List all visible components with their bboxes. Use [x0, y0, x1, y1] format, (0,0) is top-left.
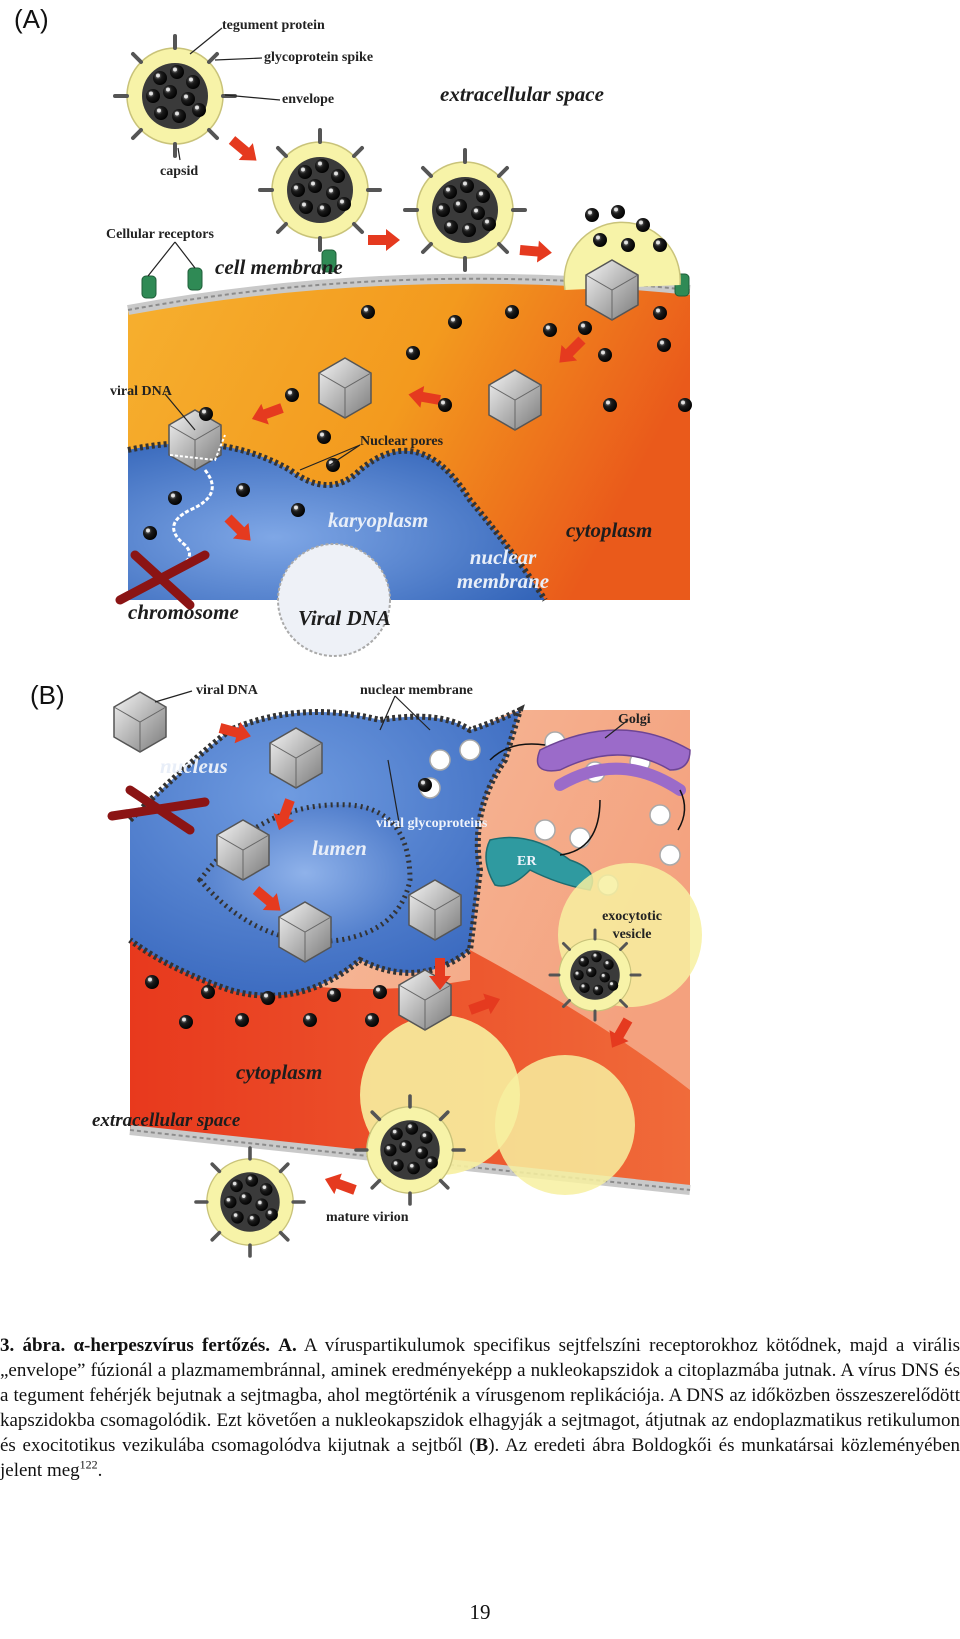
label-cellular-receptors: Cellular receptors	[106, 227, 214, 242]
panel-letter-b: (B)	[30, 680, 65, 710]
label-glycoprotein-spike: glycoprotein spike	[264, 50, 374, 65]
figure-caption: 3. ábra. α-herpeszvírus fertőzés. A. A v…	[0, 1333, 960, 1483]
caption-text-end: .	[97, 1460, 103, 1481]
label-exocytotic-vesicle: exocytotic vesicle	[602, 909, 662, 942]
label-er: ER	[517, 854, 537, 869]
label-capsid: capsid	[160, 164, 199, 179]
label-b-viral-dna: viral DNA	[196, 683, 258, 698]
caption-title: α-herpeszvírus fertőzés.	[73, 1335, 271, 1356]
label-mature-virion: mature virion	[326, 1210, 409, 1225]
caption-figure-number: 3. ábra.	[0, 1335, 66, 1356]
label-b-cytoplasm: cytoplasm	[236, 1060, 323, 1084]
label-chromosome: chromosome	[128, 600, 239, 624]
label-tegument-protein: tegument protein	[222, 18, 325, 33]
label-extracellular-space: extracellular space	[440, 82, 604, 106]
label-viral-dna-circle: Viral DNA	[298, 606, 391, 630]
label-b-extracellular-space: extracellular space	[92, 1110, 241, 1131]
label-karyoplasm: karyoplasm	[328, 508, 429, 532]
label-cell-membrane: cell membrane	[215, 255, 343, 279]
caption-text-2: ). Az eredeti ábra Boldogkői és munkatár…	[0, 1435, 960, 1481]
caption-panel-b-ref: B	[475, 1435, 489, 1456]
label-golgi: Golgi	[618, 712, 651, 727]
label-envelope: envelope	[282, 92, 335, 107]
figure-b-illustration	[107, 690, 702, 1330]
caption-text-1: A víruspartikulumok specifikus sejtfelsz…	[0, 1335, 960, 1456]
label-lumen: lumen	[312, 836, 367, 860]
label-viral-glycoproteins: viral glycoproteins	[376, 816, 488, 831]
label-nucleus: nucleus	[160, 754, 228, 778]
caption-reference-number[interactable]: 122	[79, 1457, 98, 1472]
label-nuclear-pores: Nuclear pores	[360, 434, 444, 449]
page-number: 19	[469, 1600, 491, 1624]
label-cytoplasm: cytoplasm	[566, 518, 653, 542]
label-viral-dna: viral DNA	[110, 384, 172, 399]
label-nuclear-membrane: nuclear membrane	[456, 545, 550, 593]
figure-a: (A) tegument protein glycoprotein spike …	[0, 0, 960, 690]
caption-panel-a-ref: A.	[278, 1335, 297, 1356]
figure-a-illustration	[0, 27, 692, 657]
panel-letter-a: (A)	[14, 4, 49, 34]
label-b-nuclear-membrane: nuclear membrane	[360, 683, 473, 698]
figure-b: (B) viral DNA nuclear membrane Golgi nuc…	[0, 680, 960, 1330]
